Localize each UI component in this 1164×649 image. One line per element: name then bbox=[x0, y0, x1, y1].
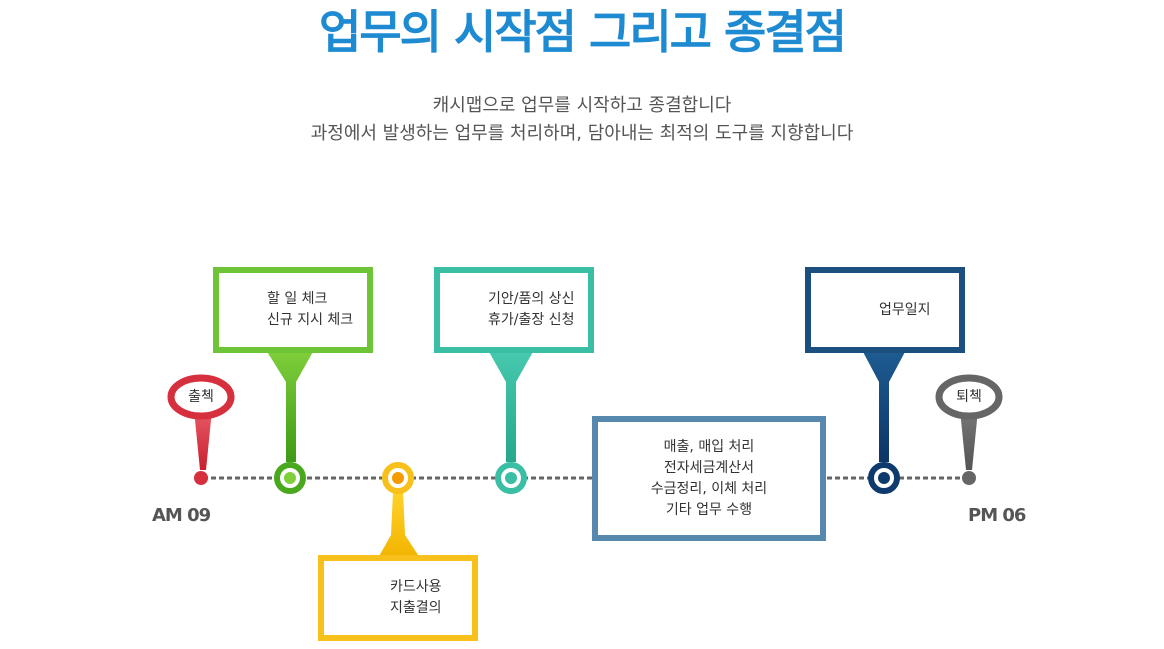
card-connector bbox=[378, 462, 420, 558]
page-subtitle: 캐시맵으로 업무를 시작하고 종결합니다 과정에서 발생하는 업무를 처리하며,… bbox=[0, 92, 1164, 148]
sales-line: 매출, 매입 처리 bbox=[663, 438, 755, 455]
sales-box: 매출, 매입 처리 전자세금계산서 수금정리, 이체 처리 기타 업무 수행 bbox=[592, 416, 826, 541]
sales-text: 매출, 매입 처리 전자세금계산서 수금정리, 이체 처리 기타 업무 수행 bbox=[651, 437, 767, 521]
subtitle-line-1: 캐시맵으로 업무를 시작하고 종결합니다 bbox=[432, 95, 732, 116]
checkin-pin bbox=[167, 374, 235, 485]
approval-box: 기안/품의 상신 휴가/출장 신청 bbox=[434, 267, 594, 353]
tasks-line: 신규 지시 체크 bbox=[267, 312, 354, 328]
sales-line: 수금정리, 이체 처리 bbox=[650, 480, 768, 497]
tasks-line: 할 일 체크 bbox=[267, 291, 328, 307]
end-time-label: PM 06 bbox=[968, 505, 1026, 526]
card-box: 카드사용 지출결의 bbox=[318, 555, 478, 641]
approval-line: 휴가/출장 신청 bbox=[488, 312, 575, 328]
checkin-label: 출첵 bbox=[188, 389, 214, 405]
tasks-box: 할 일 체크 신규 지시 체크 bbox=[213, 267, 373, 353]
sales-line: 기타 업무 수행 bbox=[665, 501, 753, 518]
checkout-label: 퇴첵 bbox=[956, 389, 982, 405]
sales-line: 전자세금계산서 bbox=[663, 459, 755, 476]
card-line: 카드사용 bbox=[390, 579, 442, 595]
journal-text: 업무일지 bbox=[879, 300, 931, 321]
subtitle-line-2: 과정에서 발생하는 업무를 처리하며, 담아내는 최적의 도구를 지향합니다 bbox=[310, 123, 854, 144]
approval-text: 기안/품의 상신 휴가/출장 신청 bbox=[488, 289, 574, 331]
approval-connector bbox=[488, 350, 534, 494]
page-title: 업무의 시작점 그리고 종결점 bbox=[319, 5, 847, 59]
journal-connector bbox=[862, 350, 906, 494]
tasks-connector bbox=[266, 350, 314, 494]
card-line: 지출결의 bbox=[390, 600, 442, 616]
tasks-text: 할 일 체크 신규 지시 체크 bbox=[267, 289, 353, 331]
approval-line: 기안/품의 상신 bbox=[488, 291, 575, 307]
checkout-pin bbox=[935, 374, 1003, 485]
card-text: 카드사용 지출결의 bbox=[390, 577, 442, 619]
start-time-label: AM 09 bbox=[152, 505, 211, 526]
journal-line: 업무일지 bbox=[879, 301, 931, 318]
journal-box: 업무일지 bbox=[805, 267, 965, 353]
